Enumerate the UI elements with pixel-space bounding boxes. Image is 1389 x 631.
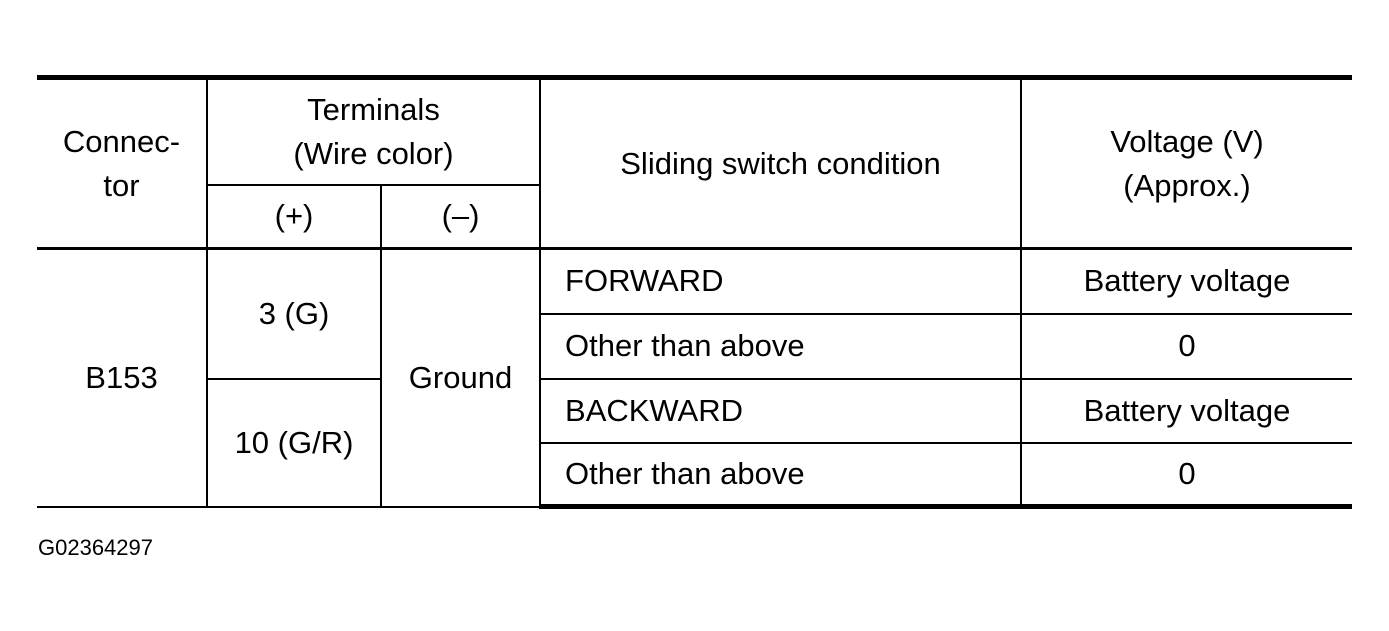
- condition-cell-1: FORWARD: [539, 247, 1023, 315]
- condition-cell-4: Other than above: [540, 441, 1023, 509]
- condition-cell-3: BACKWARD: [539, 377, 1023, 444]
- terminal-plus-cell-2: 10 (G/R): [207, 377, 382, 508]
- header-voltage-line2: (Approx.): [1123, 167, 1251, 203]
- voltage-cell-1: Battery voltage: [1020, 247, 1353, 315]
- header-voltage: Voltage (V) (Approx.): [1020, 75, 1353, 250]
- terminal-minus-cell: Ground: [379, 247, 542, 508]
- header-connector-line1: Connec-: [62, 123, 181, 159]
- voltage-cell-2: 0: [1020, 312, 1353, 380]
- header-terminals-line2: (Wire color): [293, 135, 454, 171]
- header-terminals: Terminals (Wire color): [205, 75, 542, 186]
- header-terminal-minus: (–): [379, 183, 541, 250]
- header-connector-line2: tor: [103, 167, 140, 203]
- condition-cell-2: Other than above: [540, 312, 1023, 380]
- header-connector: Connec- tor: [37, 75, 208, 250]
- voltage-cell-3: Battery voltage: [1020, 377, 1353, 444]
- header-condition: Sliding switch condition: [539, 75, 1023, 250]
- header-terminals-line1: Terminals: [307, 91, 440, 127]
- header-terminal-plus: (+): [207, 183, 382, 250]
- connector-voltage-table: Connec- tor Terminals (Wire color) Slidi…: [37, 75, 1353, 509]
- terminal-plus-cell-1: 3 (G): [206, 247, 382, 380]
- connector-cell: B153: [37, 247, 208, 508]
- figure-id: G02364297: [38, 535, 153, 560]
- voltage-cell-4: 0: [1020, 441, 1353, 509]
- header-voltage-line1: Voltage (V): [1110, 123, 1264, 159]
